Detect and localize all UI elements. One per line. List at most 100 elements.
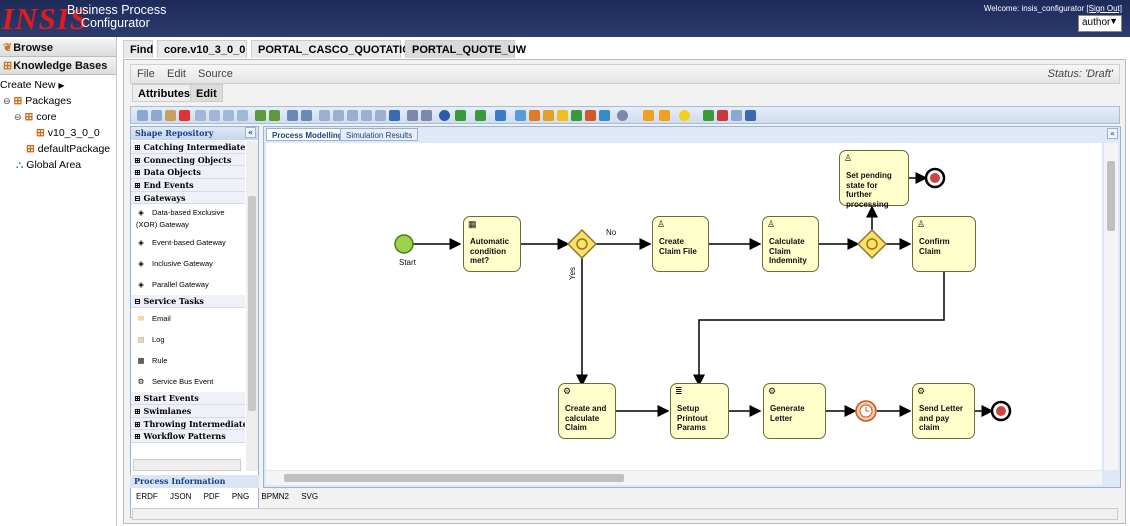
info-icon[interactable] — [439, 110, 450, 121]
timer-event[interactable] — [855, 400, 877, 422]
zoom-out-icon[interactable] — [421, 110, 432, 121]
role-select[interactable]: author ▼ — [1078, 15, 1122, 32]
end-event-pending[interactable] — [924, 167, 946, 189]
repository-hscroll[interactable] — [133, 459, 241, 471]
canvas-hscrollbar[interactable] — [266, 471, 1102, 485]
editor-hscrollbar[interactable] — [132, 508, 1118, 520]
palette-icon[interactable] — [543, 110, 554, 121]
menu-edit[interactable]: Edit — [167, 68, 186, 80]
view-icon[interactable] — [495, 110, 506, 121]
image-icon[interactable] — [599, 110, 610, 121]
layout-icon[interactable] — [333, 110, 344, 121]
layout-icon[interactable] — [347, 110, 358, 121]
redo-icon[interactable] — [269, 110, 280, 121]
start-event[interactable] — [394, 234, 414, 254]
delete-icon[interactable] — [179, 110, 190, 121]
group-end-events[interactable]: ⊞ End Events — [131, 179, 245, 192]
format-png[interactable]: PNG — [231, 492, 250, 501]
log-item[interactable]: ▤Log — [131, 329, 245, 350]
group-start-events[interactable]: ⊞ Start Events — [131, 392, 245, 405]
tree-item-default-package[interactable]: ⊞ defaultPackage — [0, 141, 116, 157]
layout-icon[interactable] — [361, 110, 372, 121]
note-icon[interactable] — [557, 110, 568, 121]
zoom-in-icon[interactable] — [407, 110, 418, 121]
tab-attributes[interactable]: Attributes — [132, 84, 196, 102]
bpmn-canvas[interactable]: Start No Yes ▦ Automatic condition met? … — [266, 143, 1102, 470]
layout-icon[interactable] — [375, 110, 386, 121]
service-bus-event-item[interactable]: ⚙Service Bus Event — [131, 371, 245, 392]
shapes-icon[interactable] — [529, 110, 540, 121]
connect-icon[interactable] — [515, 110, 526, 121]
tree-item-version[interactable]: ⊞ v10_3_0_0 — [0, 125, 116, 141]
group-connecting-objects[interactable]: ⊞ Connecting Objects — [131, 153, 245, 167]
format-bpmn2[interactable]: BPMN2 — [261, 492, 289, 501]
group-throwing-intermediate[interactable]: ⊞ Throwing Intermediate Even — [131, 417, 245, 431]
simulation-icon[interactable] — [617, 110, 628, 121]
tab-portal-casco-quotation[interactable]: PORTAL_CASCO_QUOTATION — [251, 40, 419, 58]
paste-icon[interactable] — [165, 110, 176, 121]
scroll-thumb[interactable] — [1107, 161, 1115, 231]
layout-icon[interactable] — [319, 110, 330, 121]
rule-item[interactable]: ▦Rule — [131, 350, 245, 371]
tab-core-version[interactable]: core.v10_3_0_0 — [157, 40, 247, 58]
parallel-gateway-item[interactable]: ◈Parallel Gateway — [131, 274, 245, 295]
knowledge-bases-button[interactable]: ⊞Knowledge Bases — [0, 57, 116, 75]
validate-icon[interactable] — [455, 110, 466, 121]
form-icon[interactable] — [659, 110, 670, 121]
copy-icon[interactable] — [151, 110, 162, 121]
xor-gateway-item[interactable]: ◈Data-based Exclusive (XOR) Gateway — [131, 204, 245, 232]
scroll-thumb[interactable] — [248, 196, 256, 411]
align-icon[interactable] — [237, 110, 248, 121]
arrow-icon[interactable] — [703, 110, 714, 121]
format-json[interactable]: JSON — [170, 492, 192, 501]
browse-button[interactable]: ❦Browse — [0, 39, 116, 57]
create-new-menu[interactable]: Create New ▶ — [0, 77, 116, 93]
tab-portal-quote-uw[interactable]: PORTAL_QUOTE_UW — [405, 40, 526, 58]
format-pdf[interactable]: PDF — [203, 492, 220, 501]
menu-file[interactable]: File — [137, 68, 155, 80]
task-create-calculate-claim[interactable]: ⚙ Create and calculate Claim — [558, 383, 616, 439]
task-setup-printout[interactable]: ≣ Setup Printout Params — [670, 383, 729, 439]
list-icon[interactable] — [731, 110, 742, 121]
cut-icon[interactable] — [137, 110, 148, 121]
task-create-claim-file[interactable]: ♙ Create Claim File — [652, 216, 709, 272]
group-gateways[interactable]: ⊟ Gateways — [131, 191, 245, 205]
tab-edit[interactable]: Edit — [190, 84, 223, 102]
menu-source[interactable]: Source — [198, 68, 233, 80]
undo-icon[interactable] — [255, 110, 266, 121]
group-swimlanes[interactable]: ⊞ Swimlanes — [131, 404, 245, 418]
tree-item-packages[interactable]: ⊖ ⊞ Packages — [0, 93, 116, 109]
task-set-pending[interactable]: ♙ Set pending state for further processi… — [839, 150, 909, 209]
collapse-properties-icon[interactable]: « — [1107, 128, 1118, 139]
ungroup-icon[interactable] — [301, 110, 312, 121]
tree-item-core[interactable]: ⊖ ⊞ core — [0, 109, 116, 125]
group-icon[interactable] — [287, 110, 298, 121]
arrow-icon[interactable] — [717, 110, 728, 121]
save-icon[interactable] — [745, 110, 756, 121]
grid-icon[interactable] — [389, 110, 400, 121]
event-gateway-item[interactable]: ◈Event-based Gateway — [131, 232, 245, 253]
task-generate-letter[interactable]: ⚙ Generate Letter — [763, 383, 826, 439]
group-service-tasks[interactable]: ⊟ Service Tasks — [131, 295, 245, 309]
inclusive-gateway-item[interactable]: ◈Inclusive Gateway — [131, 253, 245, 274]
gateway-confirm[interactable] — [856, 228, 888, 260]
chart-icon[interactable] — [585, 110, 596, 121]
collapse-icon[interactable]: « — [245, 127, 256, 138]
task-confirm-claim[interactable]: ♙ Confirm Claim — [912, 216, 976, 272]
sign-out-link[interactable]: [Sign Out] — [1086, 4, 1122, 13]
group-catching-intermediate[interactable]: ⊞ Catching Intermediate Event — [131, 141, 245, 154]
canvas-vscrollbar[interactable] — [1104, 143, 1118, 470]
task-send-letter[interactable]: ⚙ Send Letter and pay claim — [912, 383, 975, 439]
align-icon[interactable] — [209, 110, 220, 121]
scroll-thumb[interactable] — [284, 474, 624, 482]
align-icon[interactable] — [223, 110, 234, 121]
share-icon[interactable] — [475, 110, 486, 121]
email-item[interactable]: ✉Email — [131, 308, 245, 329]
group-workflow-patterns[interactable]: ⊞ Workflow Patterns — [131, 430, 245, 443]
end-event-complete[interactable] — [990, 400, 1012, 422]
tab-simulation-results[interactable]: Simulation Results — [340, 128, 419, 141]
task-automatic-condition[interactable]: ▦ Automatic condition met? — [463, 216, 521, 272]
tree-item-global-area[interactable]: ⛬ Global Area — [0, 157, 116, 173]
tab-find[interactable]: Find — [123, 40, 153, 58]
align-icon[interactable] — [195, 110, 206, 121]
